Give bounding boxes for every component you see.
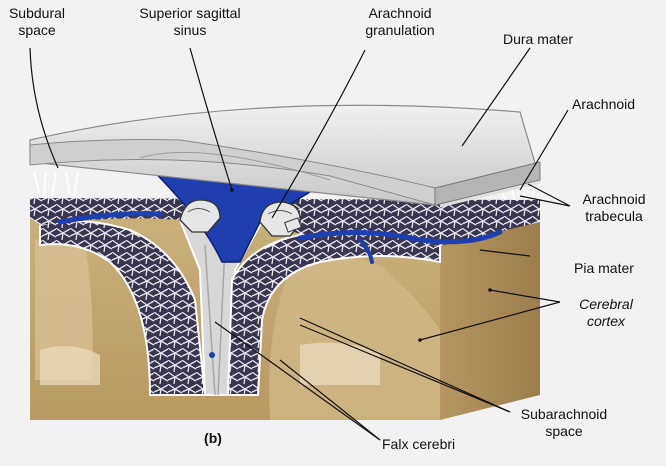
label-subarachnoid-space-line2: space: [545, 423, 583, 439]
label-arachnoid-granulation-line2: granulation: [365, 22, 435, 38]
label-cerebral-cortex-line1: Cerebral: [579, 296, 633, 312]
label-arachnoid-trabecula-line1: Arachnoid: [582, 191, 646, 207]
label-subarachnoid-space-line1: Subarachnoid: [520, 406, 608, 422]
label-falx-cerebri: Falx cerebri: [382, 436, 456, 452]
panel-letter: (b): [204, 430, 222, 446]
arachnoid-trabeculae: [33, 171, 535, 201]
blood-vessels: [57, 211, 503, 264]
label-cerebral-cortex-line2: cortex: [586, 313, 626, 329]
label-pia-mater: Pia mater: [574, 260, 634, 276]
leader-dots: [230, 188, 492, 342]
label-superior-sagittal-sinus-line1: Superior sagittal: [139, 5, 241, 21]
right-sulcus-web: [226, 231, 441, 396]
arachnoid-layer: [439, 180, 541, 208]
label-arachnoid-trabecula-line2: trabecula: [585, 208, 643, 224]
leader-lines: [29, 47, 571, 441]
label-subdural-space-line2: space: [18, 22, 56, 38]
label-subdural-space: Subdural space: [4, 5, 70, 39]
label-subdural-space-line1: Subdural: [8, 5, 66, 21]
label-dura-mater: Dura mater: [503, 31, 574, 47]
left-sulcus-web: [39, 220, 207, 396]
label-arachnoid-granulation-line1: Arachnoid: [368, 5, 432, 21]
dura-mater-slab: [29, 104, 541, 206]
label-cerebral-cortex: Cerebral cortex: [566, 296, 646, 330]
label-arachnoid-granulation: Arachnoid granulation: [352, 5, 448, 39]
label-subarachnoid-space: Subarachnoid space: [512, 406, 616, 440]
label-arachnoid-trabecula: Arachnoid trabecula: [574, 191, 654, 225]
label-arachnoid: Arachnoid: [572, 96, 636, 112]
label-superior-sagittal-sinus-line2: sinus: [173, 22, 207, 38]
label-superior-sagittal-sinus: Superior sagittal sinus: [125, 5, 255, 39]
arachnoid-granulations: [179, 199, 302, 237]
